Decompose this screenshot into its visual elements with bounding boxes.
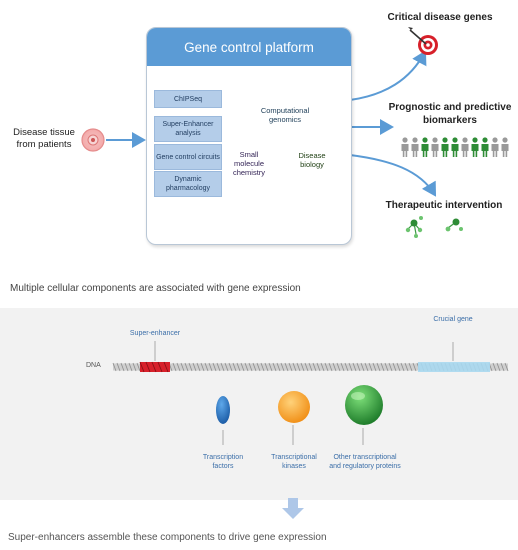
regulatory-proteins-label: Other transcriptional and regulatory pro… xyxy=(329,454,401,470)
person-icon xyxy=(501,137,509,157)
molecule-icon xyxy=(445,218,463,232)
transcriptional-kinases-label: Transcriptional kinases xyxy=(271,454,317,470)
patient-cell-icon xyxy=(81,128,105,152)
therapeutic-intervention-label: Therapeutic intervention xyxy=(385,200,503,211)
caption-components: Multiple cellular components are associa… xyxy=(10,283,301,294)
caption-super-enhancers: Super-enhancers assemble these component… xyxy=(8,532,327,543)
platform-title: Gene control platform xyxy=(147,28,351,66)
venn-label-biology: Disease biology xyxy=(298,151,326,169)
disease-tissue-label: Disease tissue from patients xyxy=(13,127,75,150)
person-icon xyxy=(411,137,419,157)
crucial-gene-region xyxy=(418,362,490,372)
gene-control-platform-box: Gene control platform ChIPSeq Super-Enha… xyxy=(146,27,352,245)
biomarkers-label: Prognostic and predictive biomarkers xyxy=(388,102,512,126)
person-icon xyxy=(491,137,499,157)
arrow-to-therapy xyxy=(349,154,437,197)
transcription-factor-shape xyxy=(216,396,230,424)
dna-label: DNA xyxy=(86,362,101,369)
tech-dynamic-pharmacology: Dynamic pharmacology xyxy=(154,171,222,197)
venn-label-chemistry: Small molecule chemistry xyxy=(232,150,266,177)
person-icon xyxy=(471,137,479,157)
person-icon xyxy=(401,137,409,157)
tech-gene-control-circuits: Gene control circuits xyxy=(154,144,222,170)
crucial-gene-label: Crucial gene xyxy=(433,316,473,323)
tech-chipseq: ChIPSeq xyxy=(154,90,222,108)
tech-super-enhancer-analysis: Super-Enhancer analysis xyxy=(154,116,222,142)
molecule-icon xyxy=(405,216,423,238)
lower-panel-background xyxy=(0,308,518,500)
person-icon xyxy=(461,137,469,157)
venn-label-computational: Computational genomics xyxy=(260,106,310,124)
person-icon xyxy=(451,137,459,157)
super-enhancer-region xyxy=(139,361,170,373)
arrow-to-genes xyxy=(349,50,427,101)
super-enhancer-label: Super-enhancer xyxy=(129,330,181,337)
transcription-factors-label: Transcription factors xyxy=(202,454,244,470)
critical-genes-label: Critical disease genes xyxy=(387,12,493,23)
patient-population-icons xyxy=(401,137,509,157)
person-icon xyxy=(431,137,439,157)
person-icon xyxy=(481,137,489,157)
down-arrow-icon xyxy=(282,498,304,519)
target-icon xyxy=(408,27,438,55)
person-icon xyxy=(421,137,429,157)
regulatory-protein-shape xyxy=(345,385,383,425)
transcriptional-kinase-shape xyxy=(278,391,310,423)
person-icon xyxy=(441,137,449,157)
